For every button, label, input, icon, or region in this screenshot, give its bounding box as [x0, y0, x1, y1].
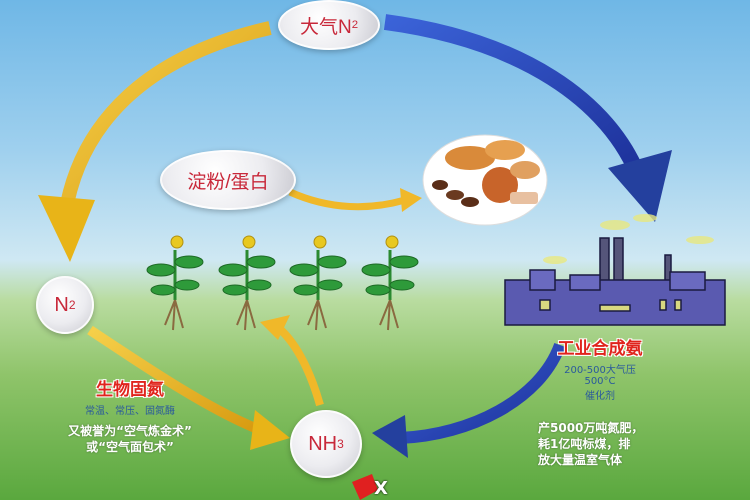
biological-fixation-conditions: 常温、常压、固氮酶 [85, 406, 175, 417]
arrow-head-nh3-right [372, 415, 408, 458]
industrial-synthesis-title: 工业合成氨 [557, 339, 643, 359]
industrial-synthesis-temperature: 500°C [584, 376, 616, 387]
arrow-head-industry [608, 150, 672, 222]
arrow-head-n2 [38, 195, 95, 262]
industrial-synthesis-panel: 工业合成氨 200-500大气压 500°C 催化剂 [530, 334, 670, 402]
industrial-synthesis-catalyst: 催化剂 [585, 391, 615, 402]
arrow-industry-to-nh3 [399, 342, 566, 444]
arrow-nh3-to-plants [272, 321, 324, 407]
node-atmosphere-n2-label: 大气N [299, 16, 352, 38]
arrow-head-food [400, 188, 422, 212]
node-nh3-label: NH [308, 432, 338, 455]
smoke [543, 214, 714, 264]
biological-fixation-praise-1: 又被誉为“空气炼金术” [68, 424, 192, 438]
plants [146, 235, 419, 331]
industrial-synthesis-pressure: 200-500大气压 [564, 365, 636, 376]
biological-fixation-title: 生物固氮 [96, 380, 164, 400]
x-marker: X [374, 478, 388, 499]
red-flag-icon [352, 474, 378, 500]
node-n2-label: N [54, 293, 69, 316]
industrial-impact-text: 产5000万吨氮肥， 耗1亿吨标煤，排 放大量温室气体 [538, 421, 644, 467]
arrow-head-nh3-left [250, 410, 290, 450]
arrow-atmosphere-to-industry [383, 14, 648, 183]
node-starch-protein: 淀粉/蛋白 [160, 150, 296, 210]
arrow-starch-to-food [288, 188, 406, 211]
biological-fixation-praise-2: 或“空气面包术” [86, 440, 174, 454]
node-starch-protein-label: 淀粉/蛋白 [187, 171, 269, 193]
arrow-head-plants [260, 315, 290, 340]
arrow-atmosphere-to-n2 [58, 21, 272, 217]
food-illustration [422, 134, 548, 226]
arrow-n2-to-nh3 [87, 325, 262, 435]
biological-fixation-panel: 生物固氮 常温、常压、固氮酶 又被誉为“空气炼金术” 或“空气面包术” [30, 375, 230, 455]
factory-illustration [504, 237, 726, 326]
